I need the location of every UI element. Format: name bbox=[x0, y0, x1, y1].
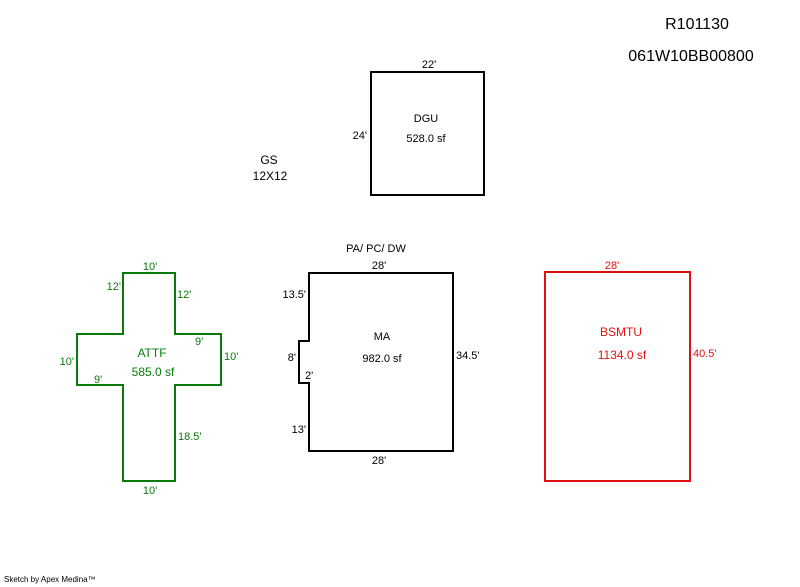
ma-notch-depth-dimension: 2' bbox=[305, 370, 313, 382]
gs-label: GS bbox=[260, 153, 277, 167]
bsmtu-area: 1134.0 sf bbox=[598, 348, 647, 362]
attf-upper-left-dimension: 12' bbox=[107, 281, 121, 293]
attf-right-arm-top-dimension: 9' bbox=[195, 336, 203, 348]
attf-upper-right-dimension: 12' bbox=[177, 289, 191, 301]
attf-left-arm-dimension: 10' bbox=[60, 356, 74, 368]
attf-left-arm-bottom-dimension: 9' bbox=[94, 374, 102, 386]
ma-top-dimension: 28' bbox=[372, 260, 386, 272]
bsmtu-label: BSMTU bbox=[600, 325, 642, 339]
dgu-label: DGU bbox=[414, 113, 439, 125]
attf-label: ATTF bbox=[137, 346, 166, 360]
bsmtu-outline bbox=[544, 271, 691, 482]
parcel-id: 061W10BB00800 bbox=[628, 48, 754, 65]
attf-bottom-dimension: 10' bbox=[143, 485, 157, 497]
dgu-outline bbox=[370, 71, 485, 196]
ma-outline bbox=[298, 272, 454, 452]
ma-left-upper-dimension: 13.5' bbox=[282, 289, 306, 301]
ma-left-lower-dimension: 13' bbox=[292, 424, 306, 436]
dgu-top-dimension: 22' bbox=[422, 59, 436, 71]
record-id: R101130 bbox=[665, 16, 729, 33]
dgu-area: 528.0 sf bbox=[406, 133, 446, 145]
attf-area: 585.0 sf bbox=[132, 365, 175, 379]
ma-notch-dimension: 8' bbox=[288, 352, 296, 364]
dgu-left-dimension: 24' bbox=[353, 130, 367, 142]
ma-right-dimension: 34.5' bbox=[456, 350, 480, 362]
attf-lower-right-dimension: 18.5' bbox=[178, 431, 202, 443]
ma-label: MA bbox=[374, 331, 391, 343]
bsmtu-right-dimension: 40.5' bbox=[693, 348, 717, 360]
gs-size: 12X12 bbox=[253, 169, 288, 183]
ma-bottom-dimension: 28' bbox=[372, 455, 386, 467]
ma-area: 982.0 sf bbox=[362, 353, 402, 365]
sketch-credit: Sketch by Apex Medina™ bbox=[4, 575, 96, 584]
attf-top-dimension: 10' bbox=[143, 261, 157, 273]
ma-above-label: PA/ PC/ DW bbox=[346, 243, 406, 255]
attf-outline bbox=[76, 272, 222, 482]
attf-right-arm-dimension: 10' bbox=[224, 351, 238, 363]
bsmtu-top-dimension: 28' bbox=[605, 260, 619, 272]
